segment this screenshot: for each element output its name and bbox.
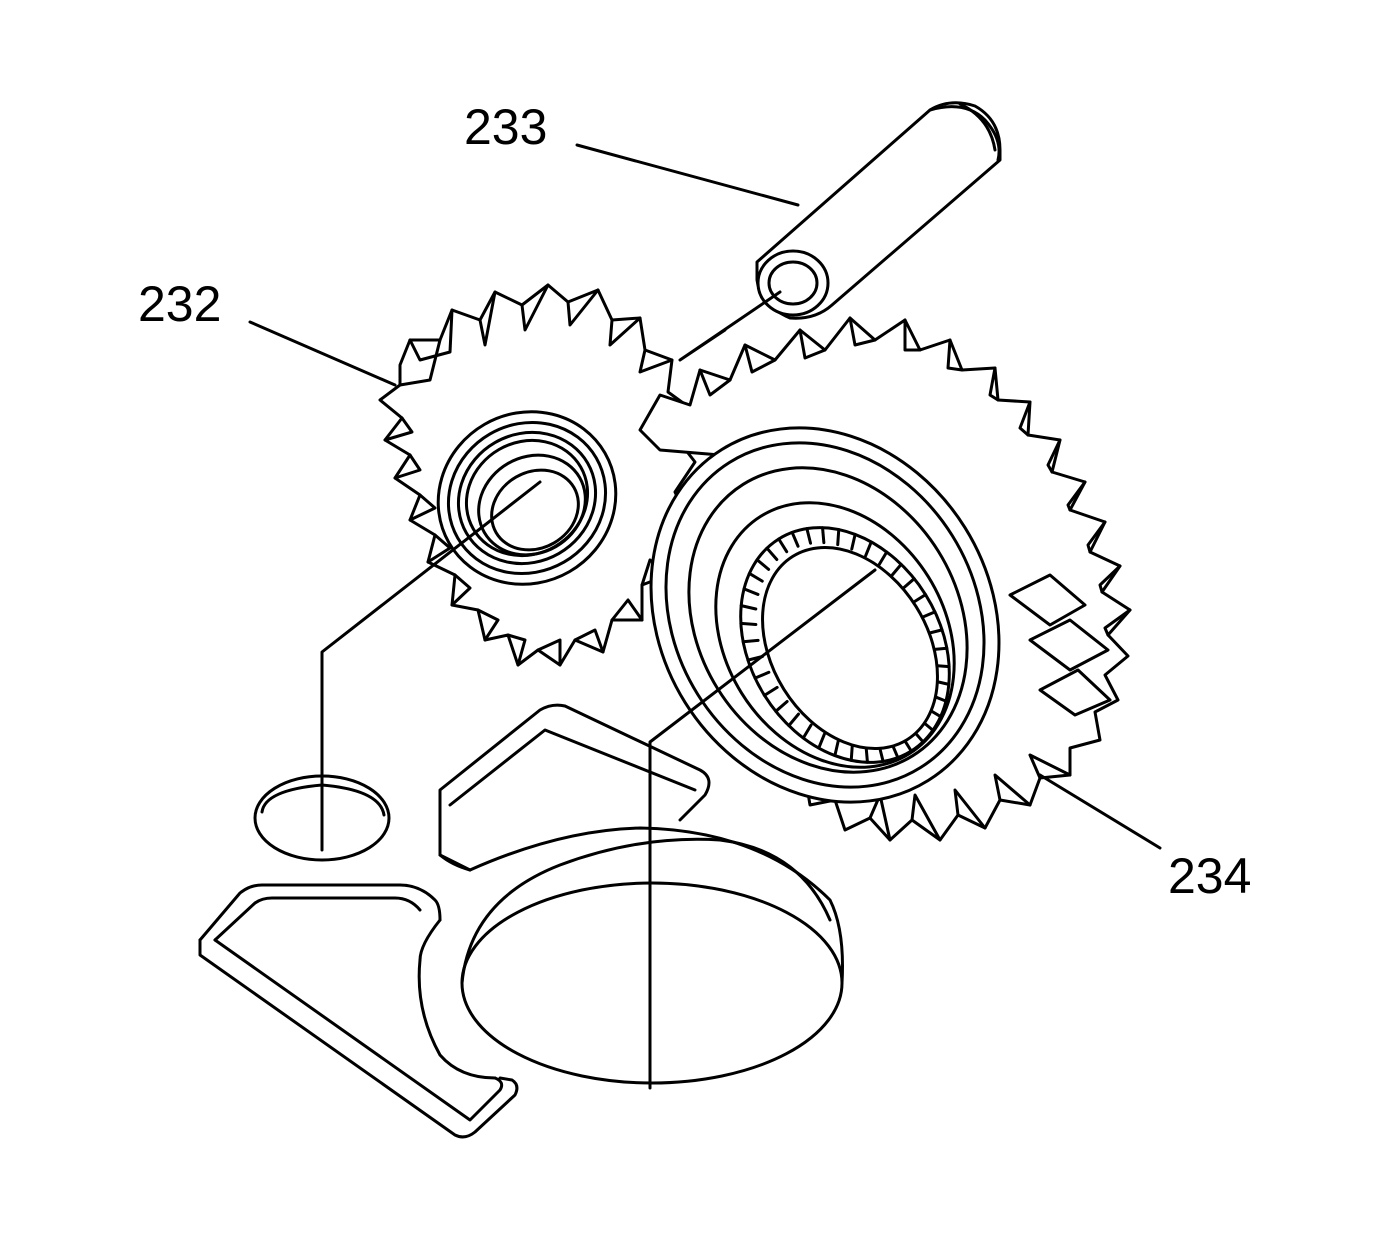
needle-roller	[801, 723, 813, 740]
shaft-pin	[755, 101, 1002, 320]
needle-roller	[790, 530, 800, 548]
needle-roller	[836, 528, 841, 547]
needle-roller	[753, 670, 771, 680]
needle-roller	[817, 732, 826, 750]
needle-roller	[747, 571, 764, 583]
needle-roller	[901, 577, 916, 591]
needle-roller	[833, 739, 840, 758]
needle-roller	[777, 537, 789, 554]
needle-roller	[762, 685, 779, 697]
needle-roller	[765, 546, 779, 561]
needle-roller	[877, 550, 889, 567]
needle-roller	[849, 743, 854, 762]
callout-233: 233	[464, 99, 548, 155]
callout-234: 234	[1168, 848, 1252, 904]
large-gear	[638, 316, 1132, 842]
callout-232: 232	[138, 276, 222, 332]
needle-roller	[741, 638, 760, 644]
needle-roller	[911, 593, 928, 605]
needle-roller	[821, 526, 826, 545]
needle-roller	[850, 532, 857, 551]
needle-roller	[739, 621, 758, 626]
needle-roller	[805, 527, 813, 545]
leader-lines	[248, 143, 1162, 1090]
needle-roller	[864, 540, 873, 558]
carrier-plate	[198, 703, 844, 1139]
needle-roller	[890, 562, 903, 578]
small-gear	[378, 283, 697, 667]
needle-roller	[739, 604, 758, 611]
pin-axis-line	[678, 290, 782, 362]
needle-roller	[787, 712, 800, 728]
needle-roller	[755, 558, 771, 571]
needle-roller	[742, 587, 760, 596]
needle-roller	[774, 699, 789, 713]
needle-roller	[864, 745, 869, 764]
